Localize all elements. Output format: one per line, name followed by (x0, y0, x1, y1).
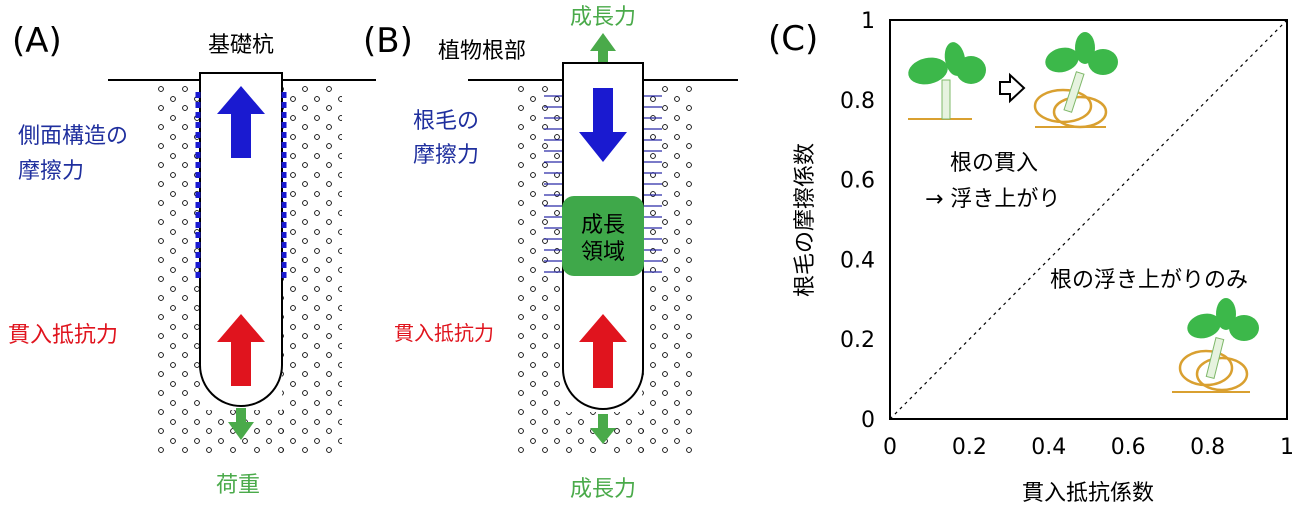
panel-c-label: (C) (768, 19, 818, 59)
plot-frame (889, 19, 1288, 420)
x-tick-label: 0 (883, 435, 897, 460)
x-tick-label: 0.8 (1190, 435, 1225, 460)
y-tick-label: 0.4 (840, 248, 875, 273)
soil-b-right (642, 84, 698, 456)
y-tick-label: 1 (861, 9, 875, 34)
penetration-label-a: 貫入抵抗力 (8, 323, 118, 348)
friction-arrow-up-icon (217, 86, 265, 158)
y-ticks: 0 0.2 0.4 0.6 0.8 1 (840, 9, 875, 433)
sprout-icon-before (908, 42, 986, 120)
x-axis-label: 貫入抵抗係数 (1022, 481, 1154, 506)
panel-b-label: (B) (363, 21, 413, 61)
region-upper-line2: → 浮き上がり (925, 187, 1060, 212)
pile-body (199, 72, 283, 407)
soil-a-left (156, 84, 202, 456)
series-diagonal-line (889, 19, 1288, 420)
y-tick-label: 0.2 (840, 328, 875, 353)
load-arrow-down-icon (228, 408, 254, 440)
penetration-arrow-up-icon-b (579, 314, 627, 388)
root-friction-arrow-down-icon (579, 88, 627, 162)
growth-zone (562, 196, 644, 276)
load-label: 荷重 (216, 473, 260, 498)
growth-arrow-down-icon (590, 414, 616, 444)
side-friction-line2: 摩擦力 (18, 159, 84, 184)
soil-b-left (516, 84, 564, 456)
x-tick-label: 0.6 (1111, 435, 1146, 460)
growth-zone-line1: 成長 (581, 213, 625, 238)
side-friction-line1: 側面構造の (18, 124, 128, 149)
region-upper-line1: 根の貫入 (950, 151, 1038, 176)
panel-b: (B) 植物根部 成長力 成長 領域 根毛の 摩擦力 貫入抵抗力 成長力 (363, 5, 738, 502)
panel-a: (A) 基礎杭 側面構造の 摩擦力 貫入抵抗力 荷重 (8, 21, 376, 498)
x-ticks: 0 0.2 0.4 0.6 0.8 1 (883, 435, 1294, 460)
panel-a-label: (A) (12, 21, 62, 61)
y-tick-label: 0.6 (840, 169, 875, 194)
root-title: 植物根部 (438, 39, 526, 64)
penetration-arrow-up-icon-a (217, 314, 265, 386)
region-lower: 根の浮き上がりのみ (1050, 268, 1248, 293)
sprout-icon-lifted (1172, 298, 1259, 393)
pile-title: 基礎杭 (208, 33, 274, 58)
sprout-icon-after (1033, 32, 1118, 129)
panel-c: (C) 0 0.2 0.4 0.6 0.8 1 0 0.2 0.4 0.6 0.8 1 貫入抵抗係数… (768, 9, 1294, 506)
penetration-label-b: 貫入抵抗力 (394, 321, 494, 345)
growth-arrow-up-icon (590, 33, 616, 64)
y-axis-label: 根毛の摩擦係数 (793, 143, 818, 297)
growth-force-top-label: 成長力 (570, 5, 636, 30)
growth-force-bottom-label: 成長力 (570, 477, 636, 502)
soil-a-right (282, 84, 342, 456)
y-tick-label: 0 (861, 408, 875, 433)
root-hair-friction-line2: 摩擦力 (413, 143, 479, 168)
x-tick-label: 1 (1280, 435, 1294, 460)
x-tick-label: 0.2 (952, 435, 987, 460)
x-tick-label: 0.4 (1031, 435, 1066, 460)
y-tick-label: 0.8 (840, 89, 875, 114)
transition-arrow-icon (999, 72, 1026, 104)
root-hairs (544, 95, 662, 273)
root-hair-friction-line1: 根毛の (413, 109, 479, 134)
growth-zone-line2: 領域 (581, 240, 625, 265)
